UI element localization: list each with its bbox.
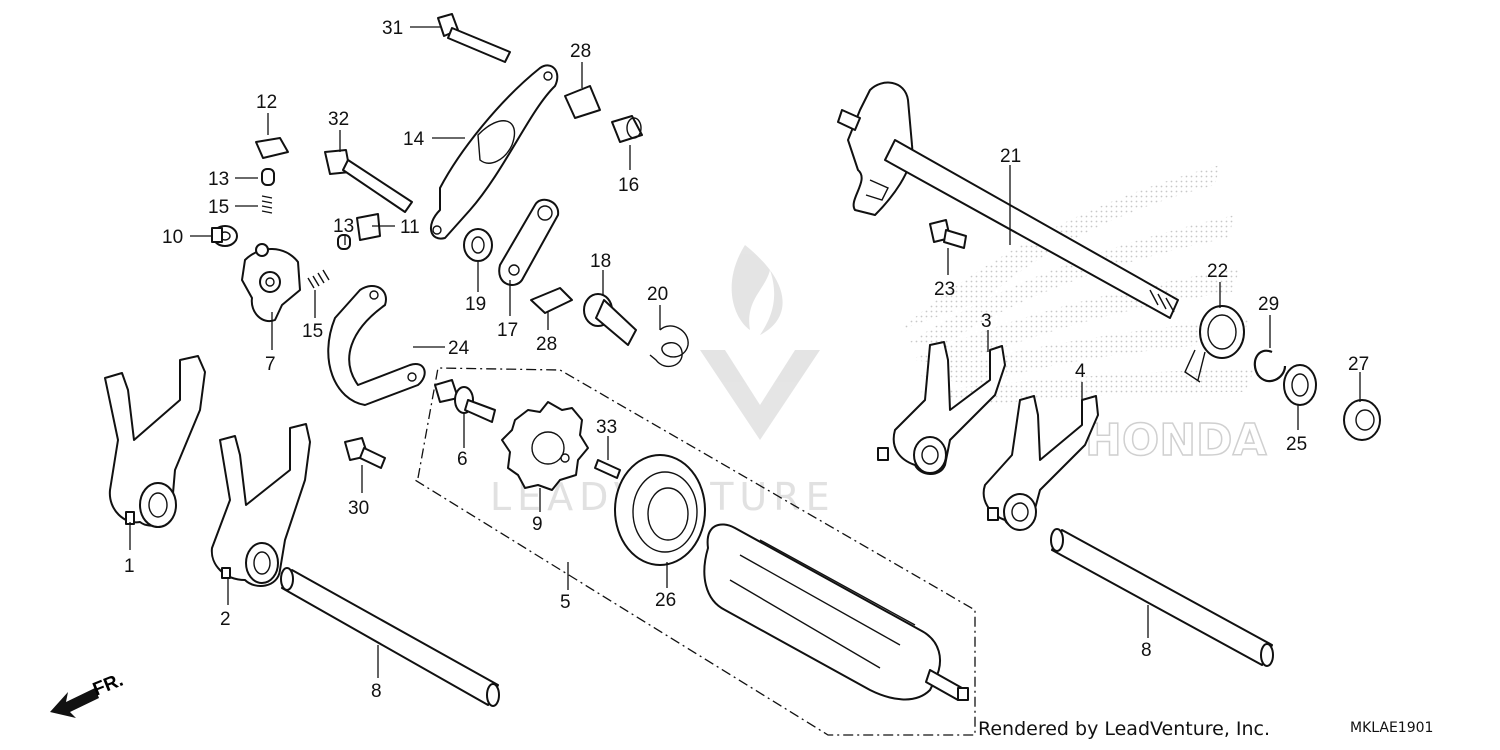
callout-9: 9 (532, 514, 543, 535)
callout-28-upper: 28 (570, 41, 591, 62)
callout-8-right: 8 (1141, 640, 1152, 661)
washer-19 (463, 228, 493, 262)
collar-16 (611, 115, 643, 143)
circlip-29 (1253, 349, 1287, 383)
spring-15-lower (307, 269, 330, 289)
callout-25: 25 (1286, 434, 1307, 455)
collar-nut (211, 225, 238, 247)
callout-1: 1 (124, 556, 135, 577)
shift-fork-4 (982, 395, 1099, 531)
callout-6: 6 (457, 449, 468, 470)
washer-25 (1283, 364, 1317, 406)
spring-20 (649, 325, 689, 368)
guide-plate-24 (327, 285, 426, 406)
callout-18: 18 (590, 251, 611, 272)
shift-fork-1 (104, 355, 206, 528)
callout-20: 20 (647, 284, 668, 305)
callout-24: 24 (448, 338, 470, 359)
bolt-32 (324, 149, 413, 213)
guide-pin-18 (583, 293, 637, 346)
bolt-23 (929, 219, 967, 249)
front-direction-arrow-icon (50, 688, 99, 718)
callout-21: 21 (1000, 146, 1021, 167)
stopper-arm (241, 243, 301, 323)
leadventure-logo-watermark (700, 245, 820, 440)
pin-13-upper (261, 168, 275, 186)
callout-22: 22 (1207, 261, 1228, 282)
collar-28-upper (564, 85, 601, 119)
callout-28-lower: 28 (536, 334, 557, 355)
callout-2: 2 (220, 609, 231, 630)
callout-16: 16 (618, 175, 639, 196)
fork-shaft-left (280, 567, 500, 707)
diagram-code: MKLAE1901 (1350, 720, 1434, 736)
shift-shaft-21 (837, 81, 1179, 319)
leader-lines (129, 26, 1361, 678)
callout-32: 32 (328, 109, 349, 130)
callout-31: 31 (382, 18, 403, 39)
bolt-6 (434, 379, 496, 423)
bolt-31 (437, 13, 511, 63)
callouts: 31 28 12 32 14 13 16 15 21 13 10 11 18 2… (124, 18, 1369, 702)
honda-brand-watermark: HONDA (1085, 415, 1267, 466)
pin-13-lower (337, 234, 351, 250)
return-spring-22 (1184, 305, 1245, 383)
drum-center-9 (501, 401, 589, 491)
callout-11: 11 (400, 217, 420, 238)
shift-fork-3 (877, 341, 1006, 475)
callout-15-upper: 15 (208, 197, 229, 218)
callout-7: 7 (265, 354, 276, 375)
callout-27: 27 (1348, 354, 1369, 375)
callout-3: 3 (981, 311, 992, 332)
front-direction-label: FR. (90, 670, 126, 701)
callout-4: 4 (1075, 361, 1086, 382)
stopper-cap (255, 137, 289, 159)
collar-28-lower (530, 287, 573, 314)
shift-drum-assembly-outline (414, 367, 976, 736)
fork-shaft-right (1050, 528, 1274, 667)
bearing-plate-14 (430, 64, 559, 240)
dowel-pin-33 (594, 459, 621, 479)
bolt-30 (344, 437, 386, 469)
render-credit: Rendered by LeadVenture, Inc. (978, 718, 1271, 740)
clip-11 (356, 213, 381, 241)
lever-17 (498, 198, 560, 286)
callout-33: 33 (596, 417, 617, 438)
callout-26: 26 (655, 590, 676, 611)
callout-13-upper: 13 (208, 169, 229, 190)
callout-5: 5 (560, 592, 571, 613)
bearing-26 (614, 454, 706, 566)
callout-10: 10 (162, 227, 183, 248)
shift-fork-2 (210, 423, 311, 587)
shift-drum (703, 523, 969, 701)
callout-13-lower: 13 (333, 216, 354, 237)
callout-30: 30 (348, 498, 369, 519)
callout-29: 29 (1258, 294, 1279, 315)
callout-15-lower: 15 (302, 321, 323, 342)
oil-seal-27 (1343, 399, 1381, 441)
callout-23: 23 (934, 279, 955, 300)
callout-12: 12 (256, 92, 277, 113)
callout-19: 19 (465, 294, 486, 315)
callout-8-left: 8 (371, 681, 382, 702)
callout-17: 17 (497, 320, 518, 341)
callout-14: 14 (403, 129, 425, 150)
spring-15-upper (261, 195, 273, 214)
